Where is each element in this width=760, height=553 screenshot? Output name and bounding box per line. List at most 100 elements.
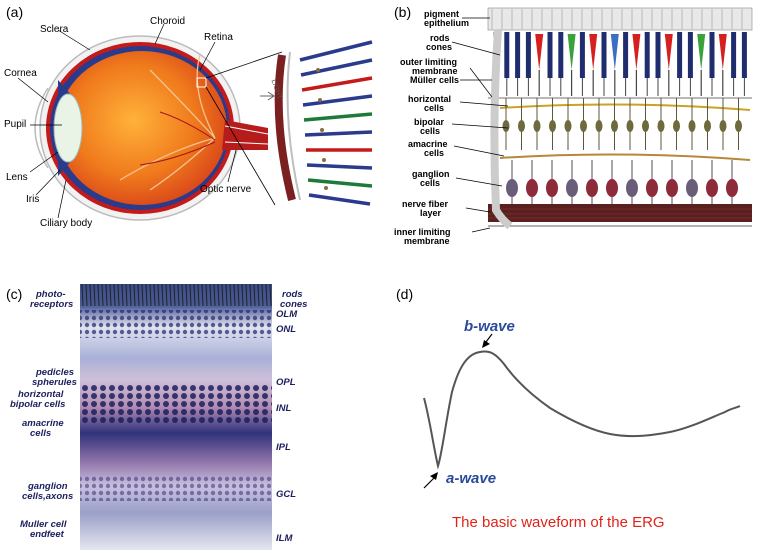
ganglion-cell (646, 179, 658, 197)
label-endfeet: endfeet (30, 529, 64, 540)
bipolar-cell (533, 120, 541, 132)
bipolar-cell (657, 120, 665, 132)
label-muller-cells: Müller cells (410, 75, 460, 85)
panel-c-histology: (c) (0, 280, 380, 553)
b-wave-label: b-wave (464, 318, 515, 335)
rod-photoreceptor (644, 32, 650, 78)
bipolar-cell (642, 120, 649, 132)
label-amacrine-cells: cells (424, 148, 445, 158)
ganglion-cell (726, 179, 738, 197)
rod-photoreceptor (677, 32, 683, 78)
label-ganglion: ganglion (412, 169, 450, 179)
label-photoreceptors: receptors (30, 299, 74, 310)
ganglion-cell (566, 179, 578, 197)
label-ipl: IPL (276, 442, 291, 453)
label-onl: ONL (276, 324, 297, 335)
bipolar-cell (502, 120, 510, 132)
rod-photoreceptor (504, 32, 510, 78)
label-amacrine-cells-c: cells (30, 428, 52, 439)
label-outer-limiting: outer limiting (400, 57, 457, 67)
label-amacrine-c: amacrine (22, 418, 64, 429)
erg-waveform-line (423, 350, 741, 470)
rod-photoreceptor (579, 32, 585, 78)
label-sclera: Sclera (40, 24, 69, 35)
cone-photoreceptor (632, 34, 641, 70)
rod-photoreceptor (601, 32, 607, 78)
label-pupil: Pupil (4, 119, 27, 130)
cone-photoreceptor (697, 34, 706, 70)
cone-photoreceptor (664, 34, 673, 70)
label-opl: OPL (276, 377, 296, 388)
bipolar-cell (688, 120, 696, 132)
ganglion-cell (686, 179, 698, 197)
label-choroid: Choroid (150, 16, 186, 27)
erg-title: The basic waveform of the ERG (452, 514, 665, 531)
bipolar-cell (626, 120, 634, 132)
eye-illustration (17, 23, 373, 221)
bipolar-cell (704, 120, 711, 132)
label-rods: rods (430, 33, 450, 43)
ganglion-cell (546, 179, 558, 197)
label-spherules: spherules (32, 377, 77, 388)
a-wave-label: a-wave (446, 470, 497, 487)
panel-d-erg-waveform: (d) b-wave a-wave The basic waveform of … (380, 280, 760, 553)
label-ganglion-c: ganglion (28, 481, 68, 492)
panel-d-label: (d) (396, 286, 414, 302)
bipolar-cell (564, 120, 572, 132)
rod-photoreceptor (709, 32, 715, 78)
rod-photoreceptor (731, 32, 737, 78)
label-photo: photo- (36, 289, 66, 300)
ganglion-cell (666, 179, 678, 197)
label-lens: Lens (6, 172, 28, 183)
bipolar-cell (518, 120, 525, 132)
label-membrane: membrane (412, 66, 458, 76)
rod-photoreceptor (655, 32, 661, 78)
label-inner-limiting: inner limiting (394, 227, 451, 237)
label-bipolar-cells-c: bipolar cells (10, 399, 66, 410)
cone-photoreceptor (610, 34, 619, 70)
bipolar-cell (735, 120, 742, 132)
label-retina: Retina (204, 32, 233, 43)
bipolar-cell (595, 120, 603, 132)
label-ganglion-cells: cells (420, 178, 441, 188)
cone-photoreceptor (567, 34, 576, 70)
label-iris: Iris (26, 194, 40, 205)
rod-photoreceptor (687, 32, 693, 78)
label-pigment: pigment (424, 9, 459, 19)
label-layer: layer (420, 208, 442, 218)
ganglion-cell (626, 179, 638, 197)
label-muller-cell: Muller cell (20, 519, 67, 530)
ganglion-cell (606, 179, 618, 197)
label-horizontal: horizontal (408, 94, 451, 104)
label-rods-c: rods (282, 289, 303, 300)
label-olm: OLM (276, 309, 298, 320)
retina-detail-fan (260, 40, 373, 206)
label-ganglion-axons: cells,axons (22, 491, 74, 502)
bipolar-cell (580, 120, 587, 132)
rod-photoreceptor (547, 32, 553, 78)
bipolar-cell (673, 120, 680, 132)
label-optic-nerve: Optic nerve (200, 184, 252, 195)
ganglion-cell (586, 179, 598, 197)
histology-section (80, 283, 272, 550)
rod-photoreceptor (515, 32, 521, 78)
retina-cell-diagram (451, 7, 753, 233)
ganglion-cell (706, 179, 718, 197)
label-ciliary-body: Ciliary body (40, 218, 93, 229)
panel-a-label: (a) (6, 4, 24, 20)
bipolar-cell (549, 120, 556, 132)
label-amacrine: amacrine (408, 139, 448, 149)
rod-photoreceptor (558, 32, 564, 78)
label-ilm-membrane: membrane (404, 236, 450, 246)
ganglion-cell (526, 179, 538, 197)
rod-photoreceptor (741, 32, 747, 78)
cone-photoreceptor (589, 34, 598, 70)
panel-c-label: (c) (6, 286, 23, 302)
cone-photoreceptor (535, 34, 544, 70)
label-horizontal-c: horizontal (18, 389, 64, 400)
label-epithelium: epithelium (424, 18, 470, 28)
cone-photoreceptor (718, 34, 727, 70)
label-bipolar: bipolar (414, 117, 445, 127)
panel-b-retina-layers: (b) (380, 0, 760, 246)
bipolar-cell (719, 120, 727, 132)
